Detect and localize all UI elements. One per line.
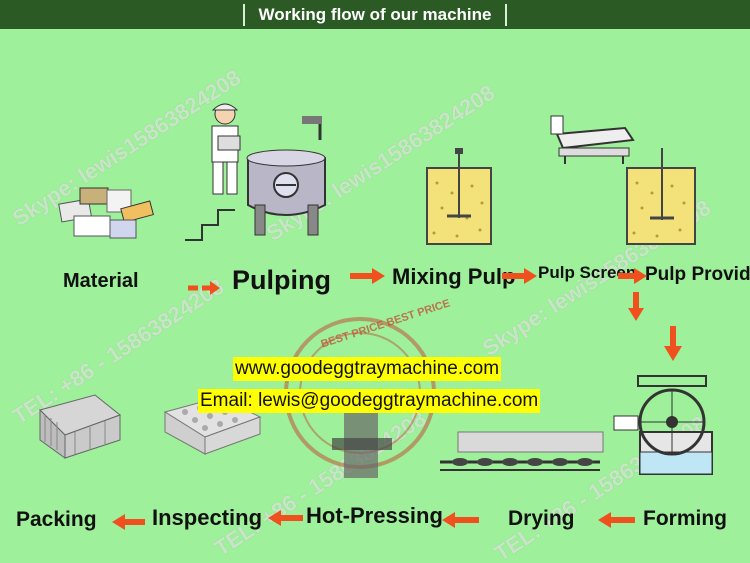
step-pulp-provide: Pulp Provide [645, 264, 750, 285]
arrow-down-icon [664, 326, 682, 361]
forming-machine-illustration [613, 375, 713, 475]
step-drying: Drying [508, 507, 575, 530]
header-bar: Working flow of our machine [0, 0, 750, 29]
step-pulping: Pulping [232, 265, 331, 295]
step-pulp-screen: Pulp Screen [538, 263, 637, 282]
arrow-right-icon [618, 268, 647, 284]
step-material: Material [63, 270, 139, 292]
arrow-left-icon [598, 512, 635, 528]
email-link[interactable]: Email: lewis@goodeggtraymachine.com [198, 389, 541, 413]
arrow-right-icon [188, 281, 220, 295]
arrow-left-icon [442, 512, 479, 528]
arrow-right-icon [502, 268, 537, 284]
pulper-illustration [185, 103, 326, 241]
step-inspecting: Inspecting [152, 505, 263, 530]
page-title: Working flow of our machine [242, 4, 508, 26]
arrow-left-icon [112, 514, 145, 530]
waste-paper-illustration [58, 187, 155, 239]
arrow-left-icon [268, 510, 303, 526]
packed-trays-illustration [39, 394, 122, 459]
arrow-right-icon [350, 268, 385, 284]
arrow-down-icon [628, 292, 644, 321]
step-forming: Forming [643, 507, 727, 530]
website-link[interactable]: www.goodeggtraymachine.com [233, 357, 502, 381]
dryer-illustration [440, 431, 604, 471]
step-mixing-pulp: Mixing Pulp [392, 264, 516, 289]
pulp-provide-tank-illustration [626, 148, 696, 245]
step-hot-pressing: Hot-Pressing [306, 503, 443, 528]
pulp-screen-illustration [550, 115, 635, 164]
mixing-tank-illustration [426, 148, 492, 245]
step-packing: Packing [16, 508, 97, 531]
